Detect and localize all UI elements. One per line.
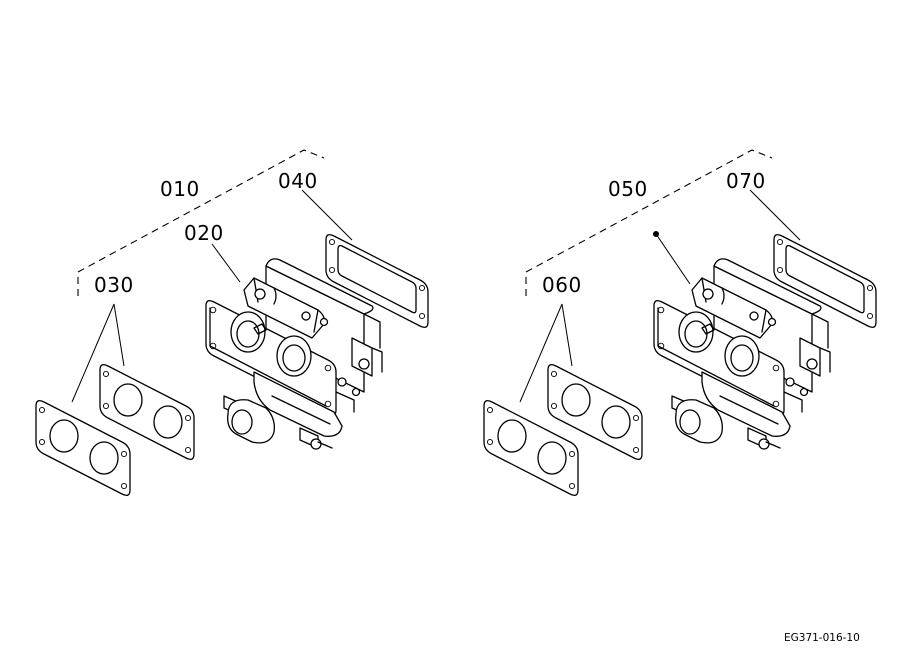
label-040: 040	[278, 169, 318, 193]
label-020: 020	[184, 221, 224, 245]
label-010: 010	[160, 177, 200, 201]
drawing-code: EG371-016-10	[784, 632, 860, 644]
label-050: 050	[608, 177, 648, 201]
right-assembly: 050 060 070	[483, 149, 877, 496]
right-group-bracket	[525, 149, 773, 296]
label-070: 070	[726, 169, 766, 193]
label-030: 030	[94, 273, 134, 297]
label-060: 060	[542, 273, 582, 297]
left-group-bracket	[77, 149, 325, 296]
left-assembly: 010 020 030 040	[35, 149, 429, 496]
